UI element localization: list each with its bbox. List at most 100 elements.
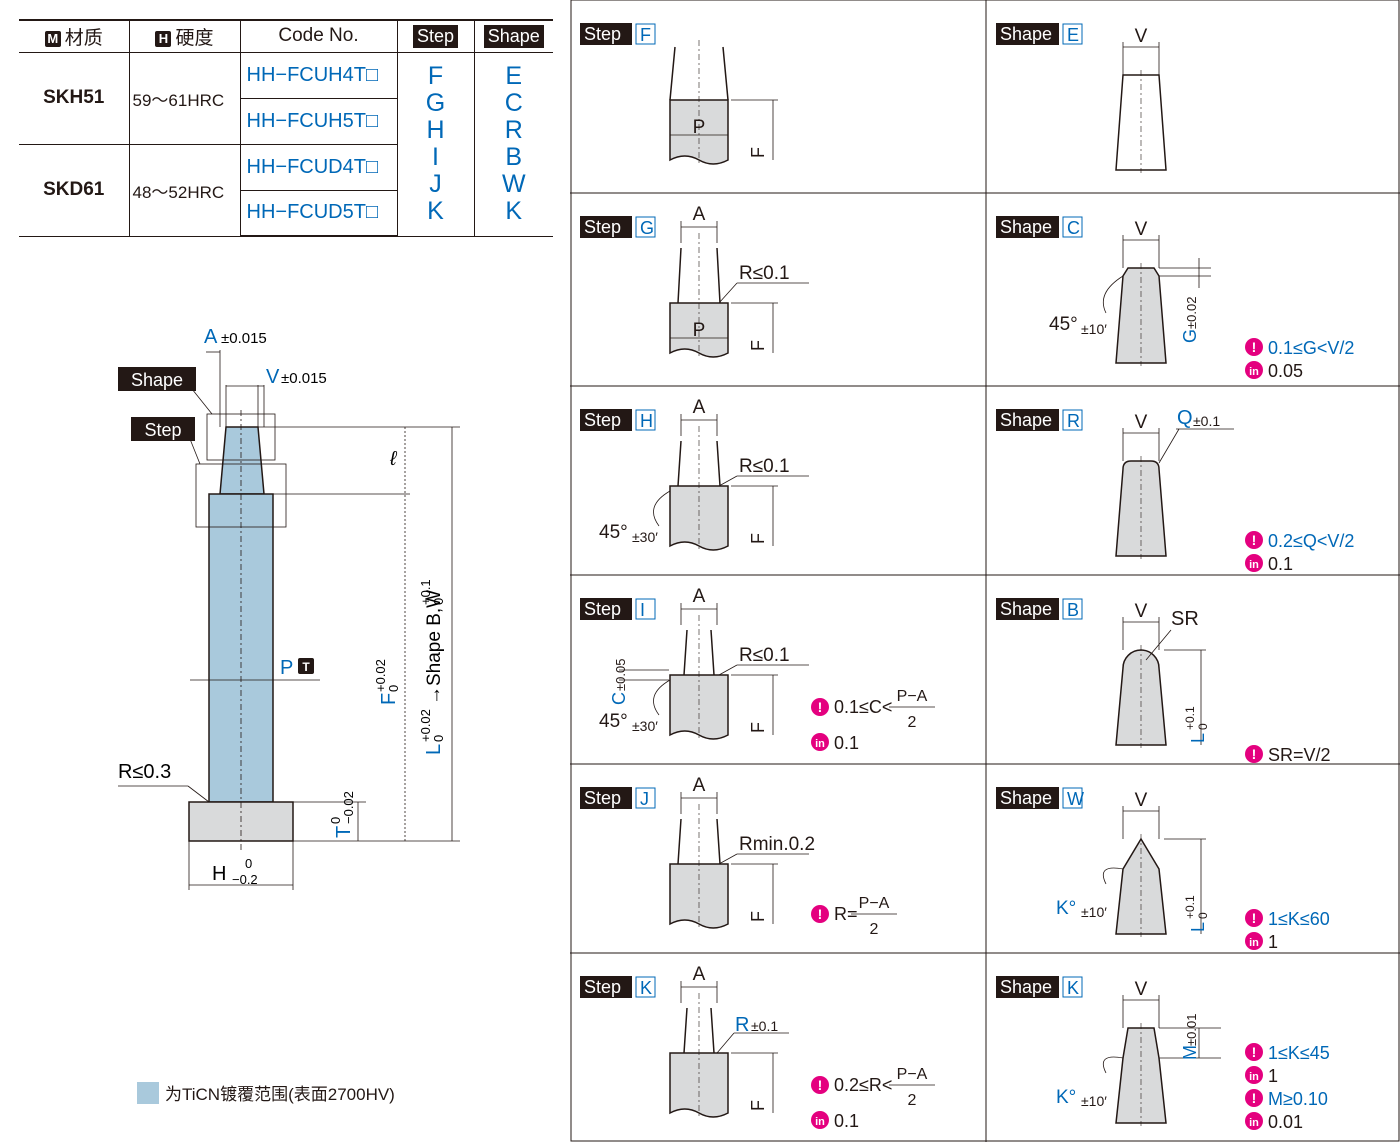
default-value: 0.1 [1268, 554, 1293, 574]
f-label: F [748, 911, 768, 922]
default-value: 1 [1268, 932, 1278, 952]
svg-text:0: 0 [431, 598, 446, 605]
icon-glyph: ! [1252, 910, 1257, 926]
variant-tag-text: Step [584, 977, 621, 997]
variant-letter: C [1067, 218, 1080, 238]
variant-tag [580, 216, 632, 238]
variant-letter: B [1067, 600, 1079, 620]
svg-text:−0.2: −0.2 [232, 872, 258, 887]
variant-tag-text: Shape [1000, 24, 1052, 44]
pin-body [669, 302, 729, 358]
coating-legend: 为TiCN镀覆范围(表面2700HV) [137, 1080, 395, 1105]
angle-tol: ±10′ [1081, 321, 1107, 337]
p-label: P [693, 117, 706, 138]
variant-letter: K [640, 978, 652, 998]
a-label: A [693, 397, 706, 418]
pin-body [669, 485, 729, 551]
r-note: R≤0.1 [739, 645, 790, 666]
default-icon [811, 1111, 829, 1129]
code-cell: HH−FCUH5T□ [240, 98, 398, 145]
t-label: T [333, 826, 355, 838]
variant-tag [996, 976, 1059, 998]
r-label: R≤0.3 [118, 761, 171, 783]
variant-letter: K [1067, 978, 1079, 998]
fraction-num: P−A [897, 688, 928, 705]
condition-text: R= [834, 904, 858, 924]
shape-E-cell: Shape E V [996, 23, 1167, 173]
icon-glyph: in [1249, 559, 1259, 571]
variant-tag [580, 23, 632, 45]
default-value: 0.05 [1268, 361, 1303, 381]
variant-tag [580, 976, 632, 998]
variant-tag [996, 216, 1059, 238]
hardness-skh51: 59～61HRC [129, 52, 241, 145]
material-skd61: SKD61 [19, 144, 130, 237]
a-label: A [693, 204, 706, 225]
m-label: M [1180, 1045, 1200, 1060]
condition-icon [811, 698, 829, 716]
k-label: K° [1056, 1087, 1076, 1108]
step-header: Step [397, 19, 475, 53]
condition-text: 0.2≤Q<V/2 [1268, 531, 1354, 551]
svg-text:0: 0 [431, 735, 446, 742]
a-label: A [693, 964, 706, 985]
variant-tag-text: Shape [1000, 217, 1052, 237]
variant-letter: E [1067, 25, 1079, 45]
variant-tag [580, 409, 632, 431]
l-label: L [1188, 733, 1208, 743]
k-tol: ±10′ [1081, 1093, 1107, 1109]
step-tag [131, 417, 195, 441]
k-label: K° [1056, 898, 1076, 919]
svg-text:Shape: Shape [131, 370, 183, 390]
variant-tag-text: Step [584, 410, 621, 430]
v-label: V [1135, 412, 1148, 433]
material-icon: M [44, 30, 61, 47]
icon-glyph: in [1249, 937, 1259, 949]
code-header: Code No. [240, 19, 398, 53]
variant-tag-text: Step [584, 217, 621, 237]
variant-tag [580, 787, 632, 809]
icon-glyph: in [1249, 1071, 1259, 1083]
l-tol: 0 [1196, 723, 1210, 730]
p-label: P [280, 657, 293, 679]
condition-icon [811, 905, 829, 923]
pin-body [669, 863, 729, 929]
angle-label: 45° [599, 522, 628, 543]
icon-glyph: ! [1252, 1090, 1257, 1106]
v-dim: V [266, 366, 280, 388]
h-label: H [212, 863, 226, 885]
v-label: V [1135, 219, 1148, 240]
icon-glyph: ! [1252, 1044, 1257, 1060]
condition-text: SR=V/2 [1268, 745, 1331, 765]
condition-icon [811, 1076, 829, 1094]
f-label: F [748, 147, 768, 158]
l-label: L [423, 744, 445, 755]
q-tol: ±0.1 [1193, 413, 1220, 429]
variant-tag [996, 598, 1059, 620]
c-tol: ±0.05 [613, 659, 628, 691]
variant-tag-text: Shape [1000, 977, 1052, 997]
angle-label: 45° [599, 711, 628, 732]
variant-tag-text: Shape [1000, 599, 1052, 619]
v-label: V [1135, 26, 1148, 47]
svg-text:−0.02: −0.02 [341, 791, 356, 824]
default-icon [1245, 554, 1263, 572]
fraction-num: P−A [859, 895, 890, 912]
code-cell: HH−FCUD5T□ [240, 190, 398, 237]
svg-text:+0.02: +0.02 [373, 659, 388, 692]
r-note: Rmin.0.2 [739, 834, 815, 855]
variant-tag [580, 598, 632, 620]
variant-letter: R [1067, 411, 1080, 431]
condition-icon [1245, 745, 1263, 763]
icon-glyph: ! [1252, 532, 1257, 548]
code-cell: HH−FCUD4T□ [240, 144, 398, 191]
step-frame [195, 463, 287, 528]
